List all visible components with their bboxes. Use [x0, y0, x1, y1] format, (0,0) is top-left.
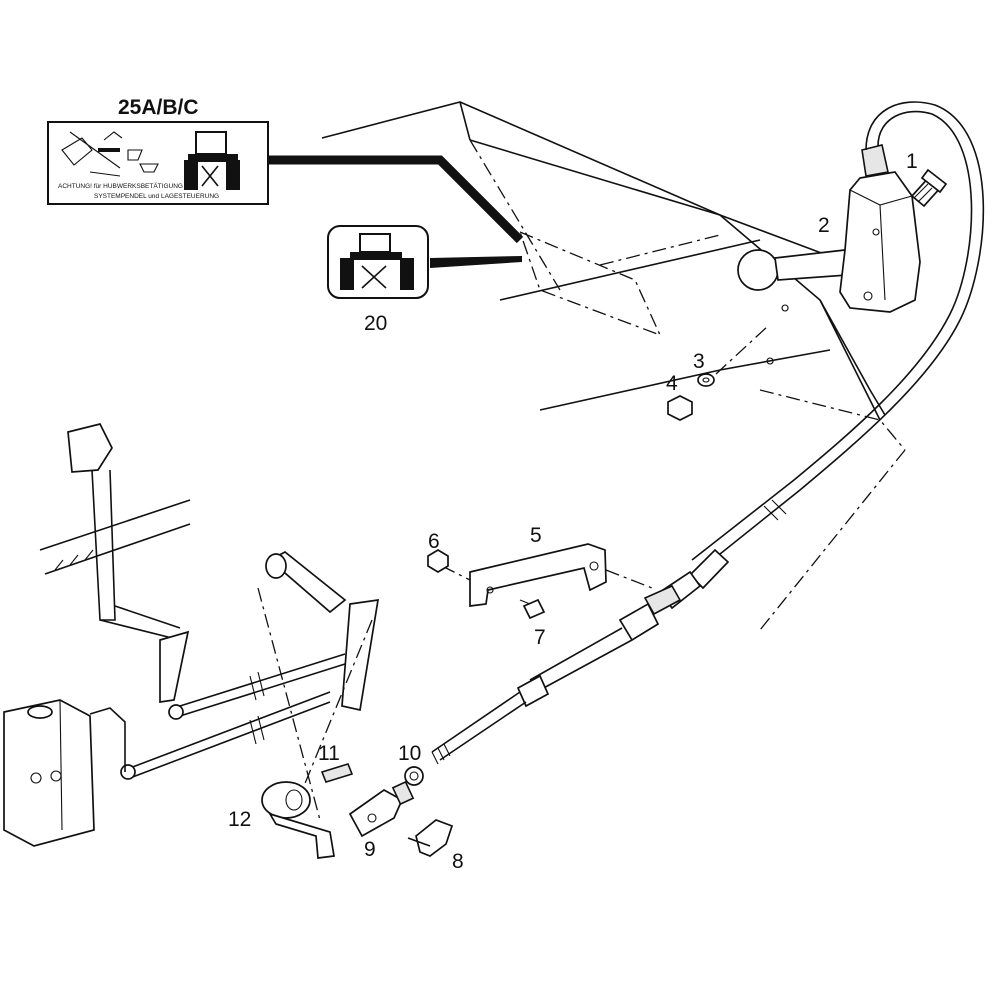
callout-11: 11	[318, 742, 340, 765]
callout-7: 7	[534, 626, 546, 649]
clamp-12	[261, 781, 335, 859]
callout-25abc: 25A/B/C	[118, 96, 199, 119]
callout-20: 20	[364, 312, 387, 335]
bolt-7	[519, 598, 546, 620]
callout-9: 9	[364, 838, 376, 861]
nut-4	[667, 395, 693, 421]
decal-25abc: ACHTUNG! für HUBWERKSBETÄTIGUNG SYSTEMPE…	[47, 121, 269, 205]
callout-10: 10	[398, 742, 421, 765]
hand-lever	[67, 423, 190, 703]
valve-block	[3, 699, 126, 847]
callout-5: 5	[530, 524, 542, 547]
frame-rails	[39, 499, 191, 575]
leader-20	[430, 256, 522, 268]
bracket-5	[441, 543, 653, 607]
callout-8: 8	[452, 850, 464, 873]
washer-3	[697, 373, 715, 387]
leader-25abc	[268, 155, 524, 244]
decal-recess	[518, 230, 662, 337]
pin-8	[407, 819, 454, 857]
decal-text-line2: SYSTEMPENDEL und LAGESTEUERUNG	[94, 193, 219, 200]
axis-cross	[289, 619, 373, 821]
housing-outline	[321, 101, 906, 631]
callout-6: 6	[428, 530, 440, 553]
nut-6	[427, 549, 449, 573]
cable-adjuster	[431, 548, 730, 765]
decal-text-line1: ACHTUNG! für HUBWERKSBETÄTIGUNG	[58, 182, 183, 190]
lock-nut-10	[404, 766, 424, 786]
bolt-1	[910, 168, 948, 208]
callout-2: 2	[818, 214, 830, 237]
pin-11	[320, 763, 354, 783]
callout-1: 1	[906, 150, 918, 173]
clevis-9	[348, 780, 415, 838]
bowden-cable	[691, 101, 985, 571]
axis-3-4	[715, 325, 769, 375]
callout-12: 12	[228, 808, 251, 831]
callout-4: 4	[666, 372, 678, 395]
axis-11-12	[257, 587, 321, 821]
callout-3: 3	[693, 350, 705, 373]
decal-20	[327, 225, 429, 299]
control-head	[737, 144, 921, 313]
